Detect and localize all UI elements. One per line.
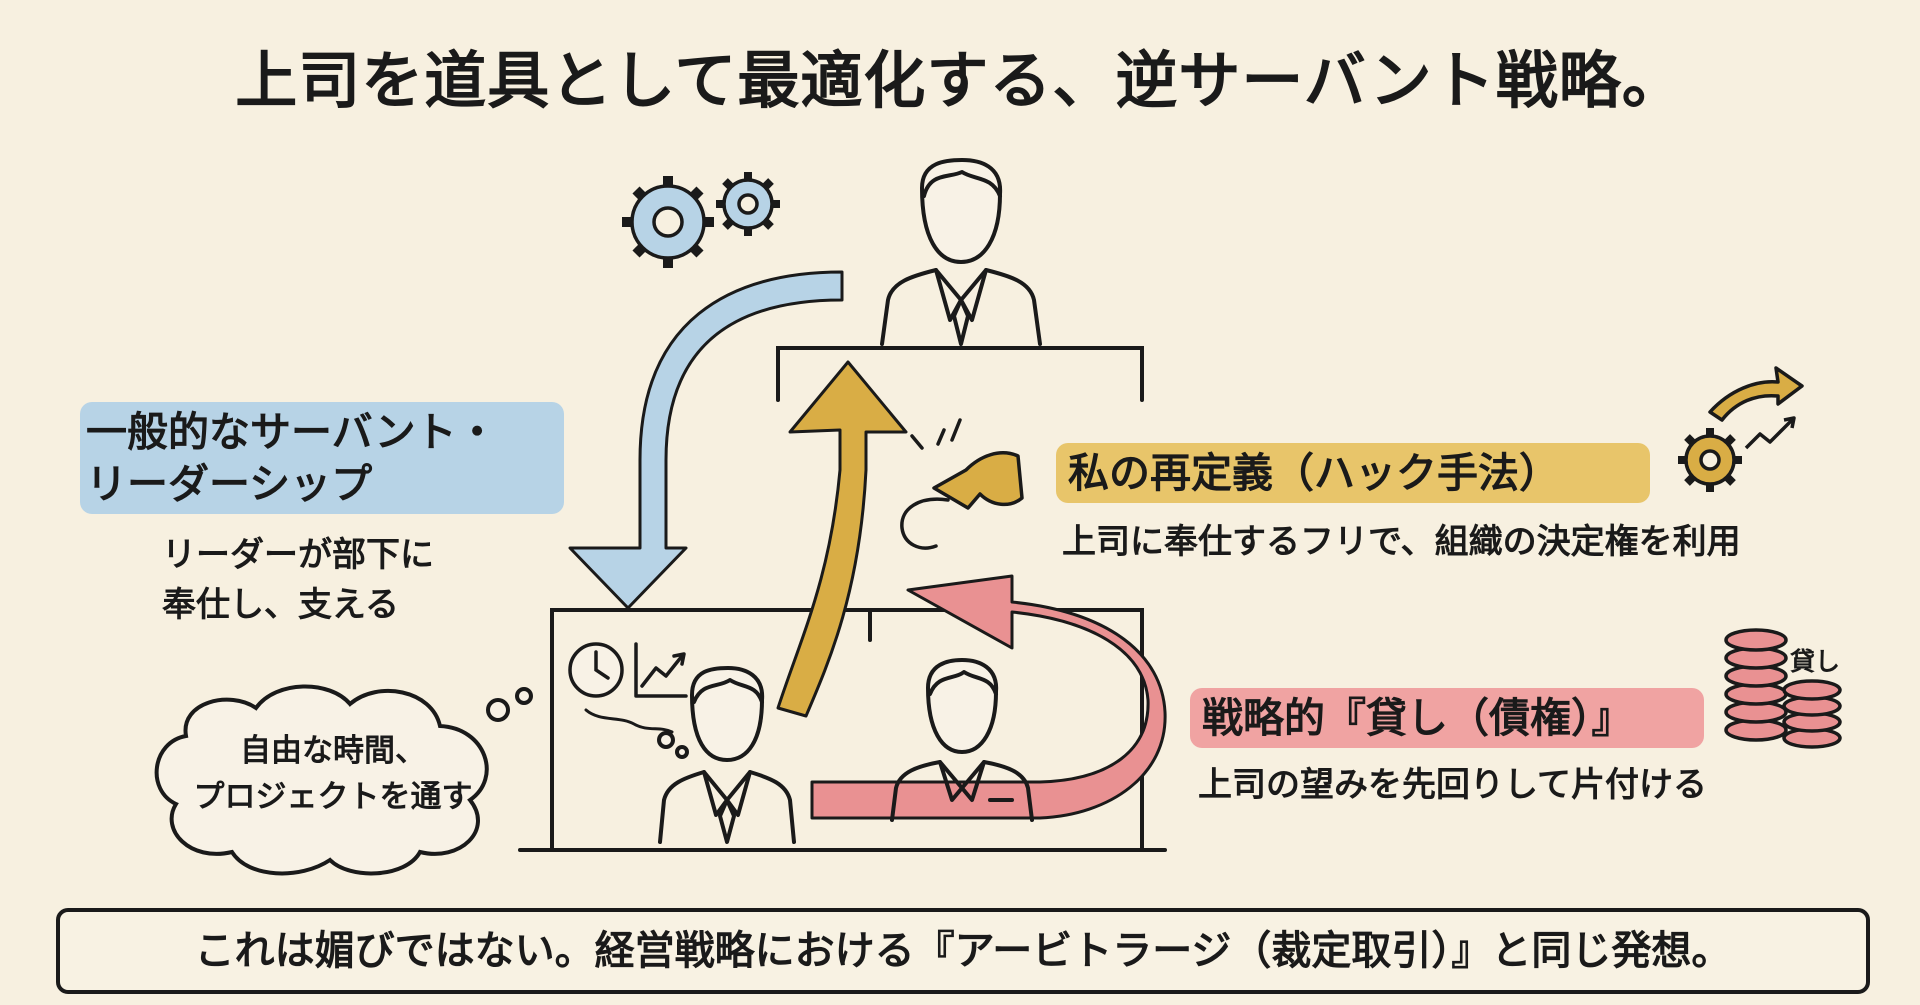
- conclusion-banner: これは媚びではない。経営戦略における『アービトラージ（裁定取引）』と同じ発想。: [56, 908, 1870, 994]
- page-title: 上司を道具として最適化する、逆サーバント戦略。: [235, 44, 1685, 117]
- chart-icon: [634, 642, 688, 698]
- cloud-line2: プロジェクトを通す: [193, 779, 473, 815]
- gold-up-arrow: [776, 360, 908, 718]
- hack-method-label: 私の再定義（ハック手法）: [1056, 443, 1650, 503]
- hack-method-description: 上司に奉仕するフリで、組織の決定権を利用: [1062, 522, 1741, 562]
- coin-stack-icon: [1724, 628, 1842, 749]
- thought-cloud-icon: [154, 684, 689, 876]
- thought-cloud-text: 自由な時間、 プロジェクトを通す: [148, 728, 518, 820]
- subordinate-left-person-icon: [658, 666, 796, 844]
- clock-icon: [568, 642, 624, 698]
- strategic-credit-description: 上司の望みを先回りして片付ける: [1198, 765, 1707, 805]
- top-podium: [776, 346, 1144, 402]
- gear-right-icon: [1678, 428, 1742, 492]
- gear-icon: [622, 176, 714, 268]
- general-label-line2: リーダーシップ: [86, 460, 373, 508]
- flexed-arm-icon: [900, 418, 1024, 550]
- cloud-line1: 自由な時間、: [240, 733, 426, 769]
- general-description: リーダーが部下に 奉仕し、支える: [162, 530, 434, 630]
- general-desc-line2: 奉仕し、支える: [162, 585, 399, 625]
- subordinate-right-person-icon: [890, 658, 1034, 822]
- general-label-line1: 一般的なサーバント・: [86, 408, 498, 456]
- pink-curve-arrow: [810, 574, 1167, 820]
- coin-label: 貸し: [1790, 647, 1841, 676]
- squiggle-line: [584, 708, 674, 734]
- trend-arrow-icon: [1708, 366, 1804, 450]
- blue-down-arrow: [568, 270, 844, 610]
- general-desc-line1: リーダーが部下に: [162, 535, 434, 575]
- gear-small-icon: [716, 172, 780, 236]
- boss-person-icon: [880, 158, 1042, 346]
- general-servant-leadership-label: 一般的なサーバント・ リーダーシップ: [80, 402, 564, 514]
- strategic-credit-label: 戦略的『貸し（債権）』: [1190, 688, 1704, 748]
